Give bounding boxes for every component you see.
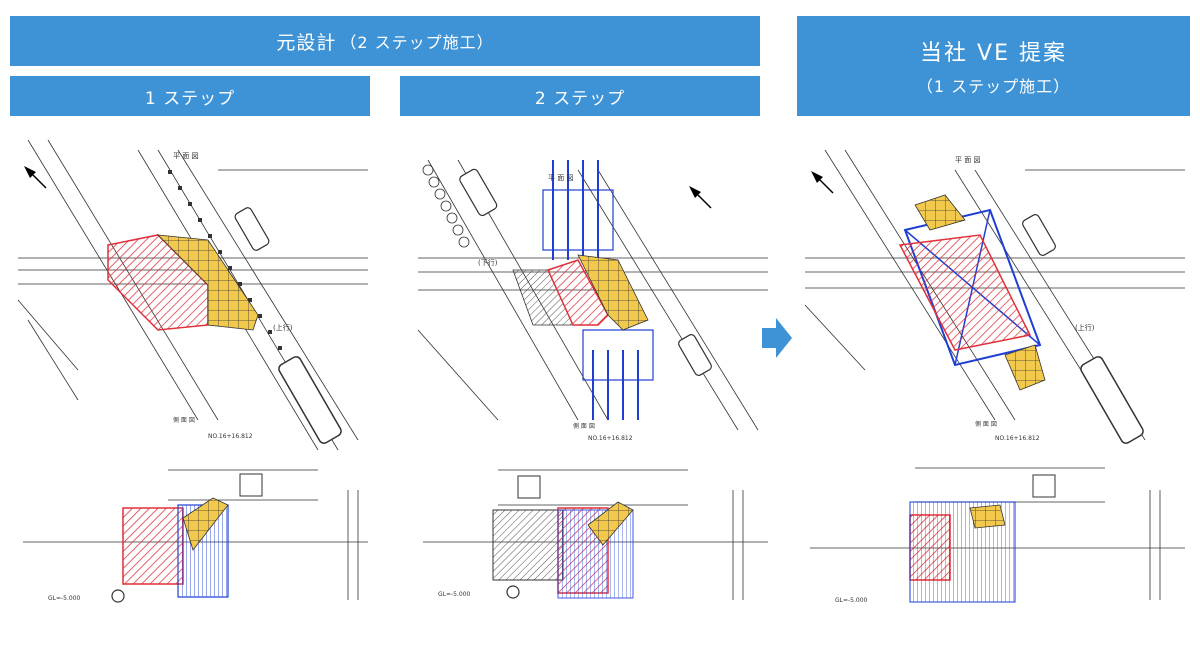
direction-down-label: (下行) bbox=[478, 258, 498, 267]
train-icon bbox=[517, 475, 541, 499]
car-icon-2 bbox=[678, 334, 712, 376]
direction-up-label: (上行) bbox=[273, 323, 293, 332]
gl-label: GL=-5.000 bbox=[48, 595, 81, 602]
car-icon bbox=[234, 207, 270, 251]
red-zone-section bbox=[122, 507, 184, 585]
ve-proposal-drawing: 平 面 図 (上行) 側 面 図 NO.16+16.812 GL=-5.000 bbox=[805, 149, 1185, 604]
step2-banner: 2 ステップ bbox=[400, 76, 760, 116]
train-icon bbox=[1032, 474, 1056, 498]
gl-label: GL=-5.000 bbox=[438, 591, 471, 598]
yellow-zone-plan bbox=[156, 234, 259, 331]
truck-icon bbox=[278, 356, 342, 444]
plan-label: 平 面 図 bbox=[173, 152, 198, 160]
step1-drawing: 平 面 図 (上行) 側 面 図 NO.16+16.812 GL=-5.000 bbox=[18, 139, 368, 603]
rail-dots bbox=[168, 170, 282, 350]
direction-up-label: (上行) bbox=[1075, 323, 1095, 332]
yellow-zone-section bbox=[587, 501, 634, 546]
car-icon bbox=[459, 168, 498, 217]
station-label: NO.16+16.812 bbox=[208, 433, 253, 440]
station-label: NO.16+16.812 bbox=[588, 435, 633, 442]
gray-zone-section bbox=[492, 509, 564, 581]
yellow-zone-plan-bottom bbox=[1004, 344, 1046, 391]
original-design-banner: 元設計 （2 ステップ施工） bbox=[10, 16, 760, 66]
section-label: 側 面 図 bbox=[573, 422, 595, 430]
step2-drawing: 平 面 図 (下行) 側 面 図 NO.16+16.812 GL=-5.000 bbox=[418, 159, 768, 600]
gl-label: GL=-5.000 bbox=[835, 597, 868, 604]
red-zone-plan bbox=[546, 259, 609, 326]
original-design-title: 元設計 bbox=[276, 31, 337, 54]
station-label: NO.16+16.812 bbox=[995, 435, 1040, 442]
pipe-icon bbox=[111, 589, 125, 603]
truck-icon bbox=[1080, 356, 1144, 444]
north-arrow-icon bbox=[24, 166, 47, 189]
blue-frame-box bbox=[542, 189, 614, 251]
blue-frame-box-lower bbox=[582, 329, 654, 381]
ve-proposal-subtitle: （1 ステップ施工） bbox=[916, 77, 1071, 96]
train-icon bbox=[239, 473, 263, 497]
yellow-zone-plan bbox=[577, 254, 649, 331]
section-label: 側 面 図 bbox=[975, 420, 997, 428]
north-arrow-icon bbox=[689, 186, 712, 209]
step1-label: 1 ステップ bbox=[144, 88, 236, 109]
ve-proposal-title: 当社 VE 提案 bbox=[920, 41, 1067, 66]
car-icon bbox=[1022, 214, 1056, 256]
pipe-icon bbox=[506, 585, 520, 599]
plan-label: 平 面 図 bbox=[548, 174, 573, 182]
yellow-zone-section bbox=[182, 497, 229, 551]
plan-label: 平 面 図 bbox=[955, 156, 980, 164]
step2-label: 2 ステップ bbox=[534, 88, 626, 109]
right-arrow-icon bbox=[762, 318, 792, 358]
step1-banner: 1 ステップ bbox=[10, 76, 370, 116]
north-arrow-icon bbox=[811, 171, 834, 194]
yellow-zone-plan-top bbox=[914, 194, 966, 231]
original-design-subtitle: （2 ステップ施工） bbox=[340, 33, 494, 52]
blue-frame-lines bbox=[552, 160, 639, 420]
ve-proposal-banner: 当社 VE 提案 （1 ステップ施工） bbox=[797, 16, 1190, 116]
tree-row bbox=[422, 164, 470, 248]
yellow-zone-section bbox=[969, 504, 1006, 529]
red-zone-plan bbox=[898, 234, 1032, 351]
section-label: 側 面 図 bbox=[173, 416, 195, 424]
